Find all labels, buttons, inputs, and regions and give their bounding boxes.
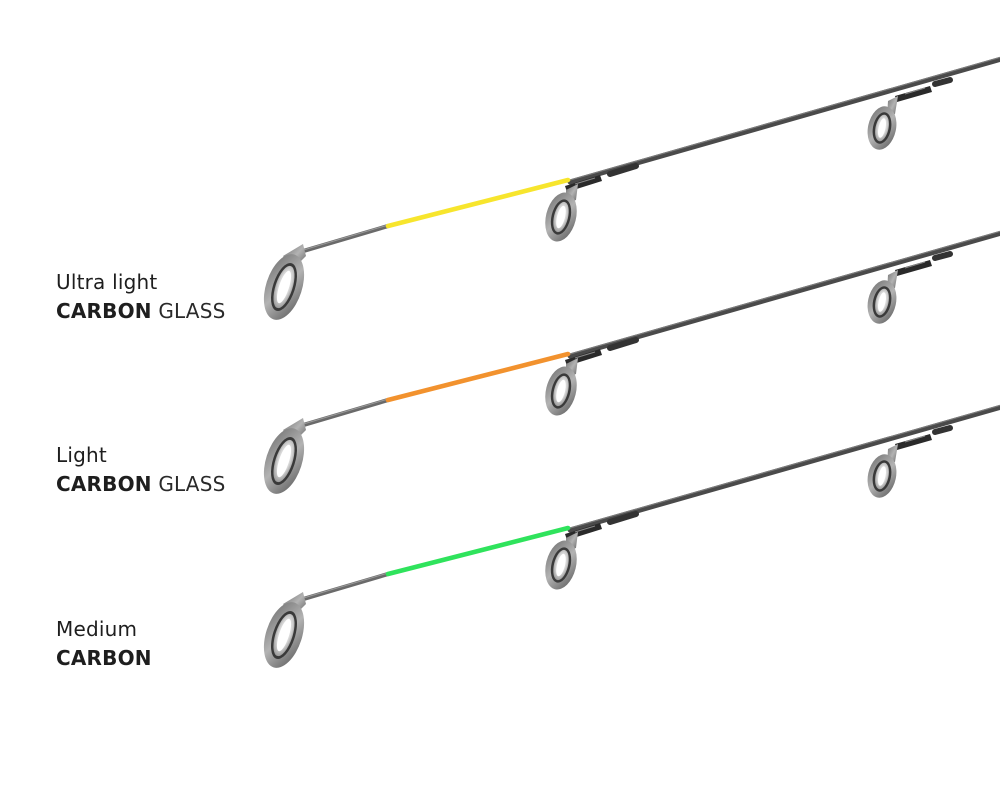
- tip-weight: Light: [56, 443, 107, 467]
- tip-material: CARBON: [56, 644, 152, 673]
- tip-color-segment: [385, 177, 571, 229]
- tip-weight: Ultra light: [56, 270, 158, 294]
- tip-material-primary: CARBON: [56, 646, 152, 670]
- tip-material-secondary: GLASS: [158, 299, 226, 323]
- tip-weight: Medium: [56, 617, 138, 641]
- rod-tip-ultra-light: [0, 0, 1000, 325]
- tip-color-segment: [385, 351, 571, 403]
- tip-material-secondary: GLASS: [158, 472, 226, 496]
- tip-material-primary: CARBON: [56, 472, 152, 496]
- tip-material-primary: CARBON: [56, 299, 152, 323]
- tip-label-1: Ultra light CARBON GLASS: [56, 268, 225, 326]
- tip-color-segment: [385, 525, 571, 577]
- rod-tip-medium: [256, 404, 1000, 673]
- tip-material: CARBON GLASS: [56, 470, 225, 499]
- tip-label-3: Medium CARBON: [56, 615, 152, 673]
- tip-label-2: Light CARBON GLASS: [56, 441, 225, 499]
- rod-tip-light: [256, 230, 1000, 499]
- tip-material: CARBON GLASS: [56, 297, 225, 326]
